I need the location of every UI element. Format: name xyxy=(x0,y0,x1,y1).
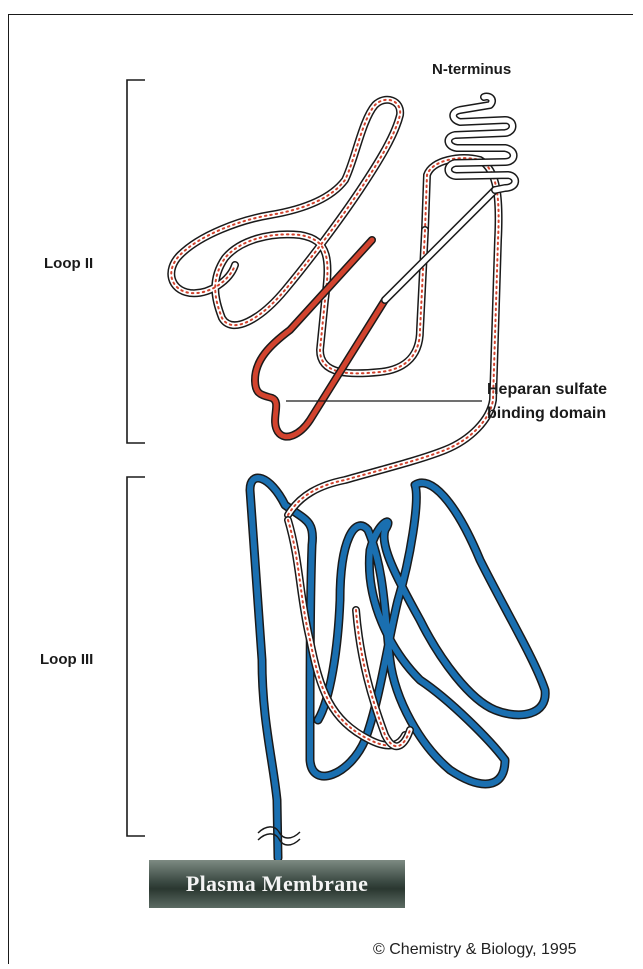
n-terminus-coils xyxy=(448,97,515,190)
loop2-bracket xyxy=(127,80,145,443)
plasma-membrane-box: Plasma Membrane xyxy=(149,860,405,908)
white-helix xyxy=(385,190,495,300)
loop3-label: Loop III xyxy=(40,651,93,668)
loop2-chain xyxy=(171,100,425,374)
copyright-text: © Chemistry & Biology, 1995 xyxy=(373,941,577,959)
heparan-label-line1: Heparan sulfate xyxy=(487,378,607,402)
heparan-label-line2: binding domain xyxy=(487,402,607,426)
n-terminus-label: N-terminus xyxy=(432,61,511,78)
plasma-membrane-label: Plasma Membrane xyxy=(186,871,368,897)
loop2-label: Loop II xyxy=(44,255,93,272)
heparan-label: Heparan sulfate binding domain xyxy=(487,378,607,426)
loop3-bracket xyxy=(127,477,145,836)
